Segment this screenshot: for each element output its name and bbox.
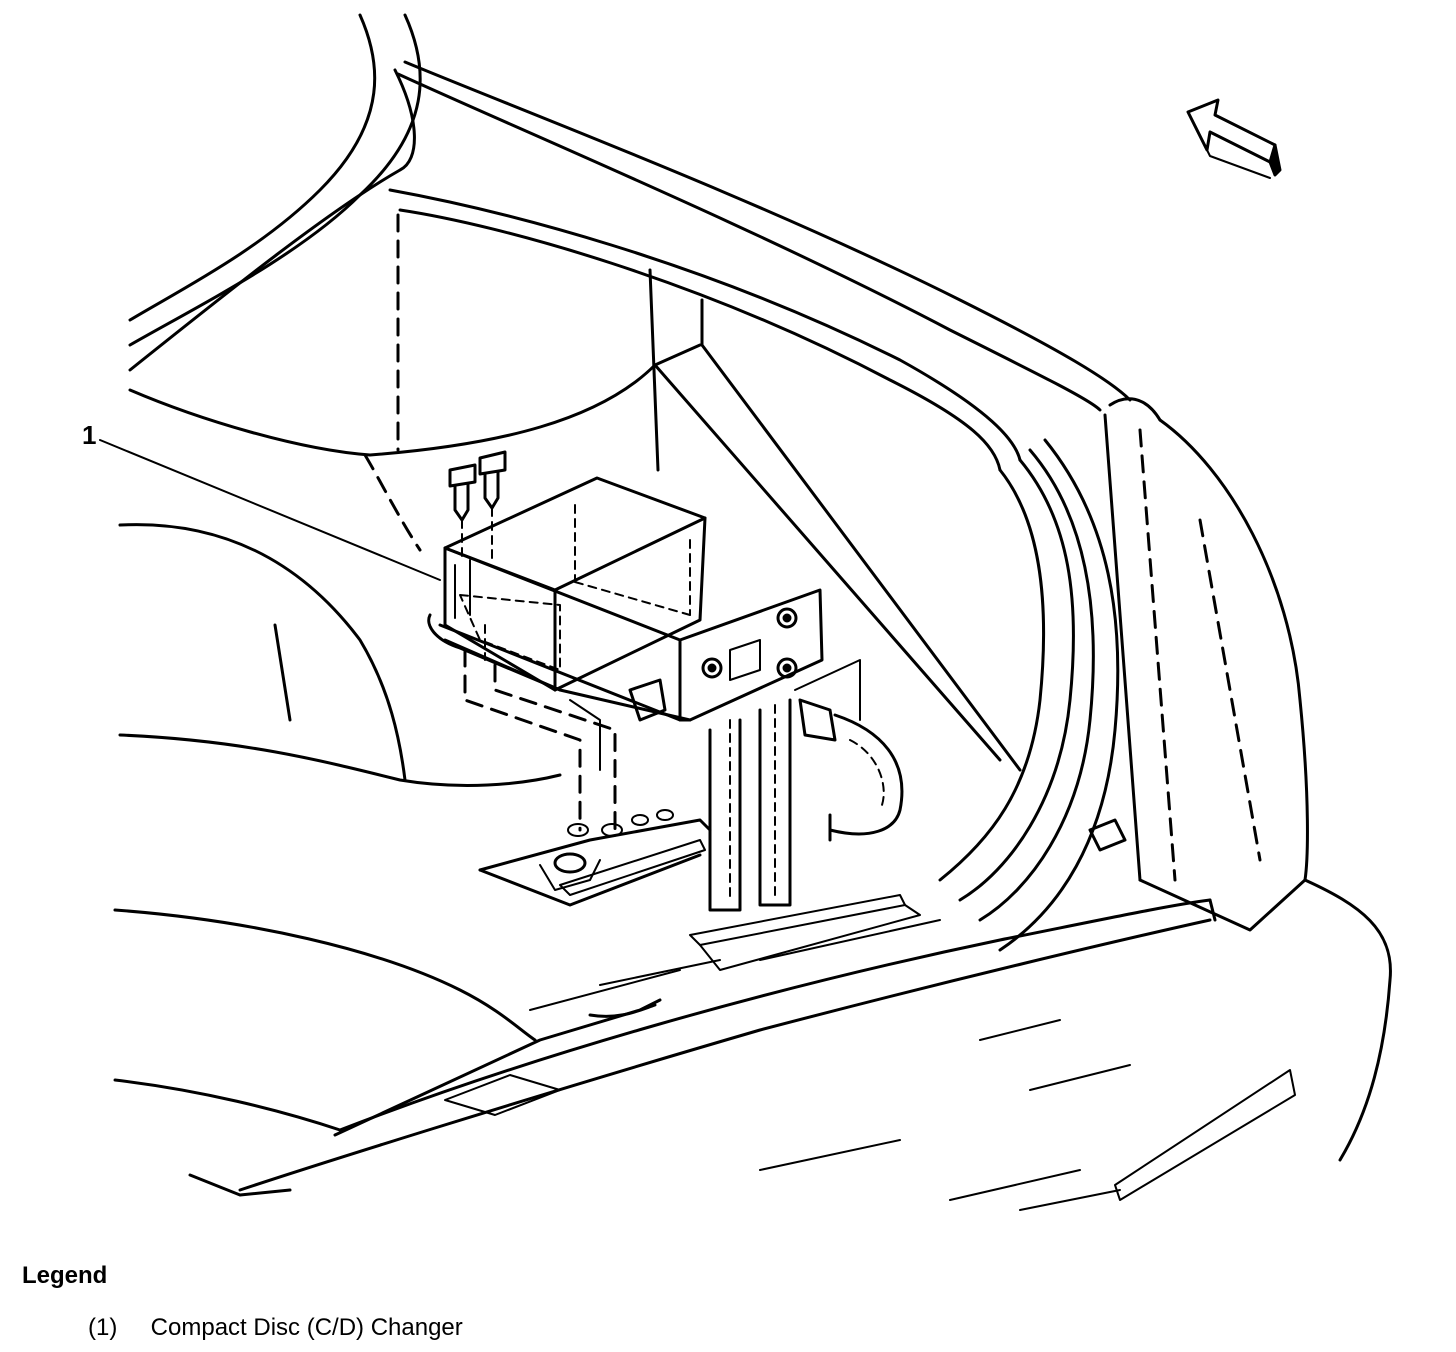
callout-1-label: 1 bbox=[82, 420, 96, 450]
legend-title: Legend bbox=[22, 1262, 108, 1289]
compact-disc-changer bbox=[427, 450, 904, 912]
legend-item: (1) Compact Disc (C/D) Changer bbox=[88, 1314, 463, 1342]
rear-bumper bbox=[188, 878, 1392, 1211]
callout-1: 1 bbox=[82, 420, 441, 581]
mounting-bolts bbox=[448, 450, 507, 561]
legend-item-number: (1) bbox=[88, 1314, 118, 1341]
arrow-icon bbox=[1186, 98, 1282, 179]
trunk-installation-diagram: 1 bbox=[82, 13, 1392, 1211]
latch-bumper bbox=[1088, 818, 1127, 852]
rear-window-frame bbox=[128, 13, 1132, 472]
trunk-interior-lines bbox=[363, 213, 1022, 772]
trunk-floor bbox=[478, 809, 941, 1011]
trunk-opening-edges bbox=[938, 397, 1309, 952]
left-contours bbox=[113, 523, 657, 1132]
legend-item-text: Compact Disc (C/D) Changer bbox=[150, 1314, 463, 1341]
